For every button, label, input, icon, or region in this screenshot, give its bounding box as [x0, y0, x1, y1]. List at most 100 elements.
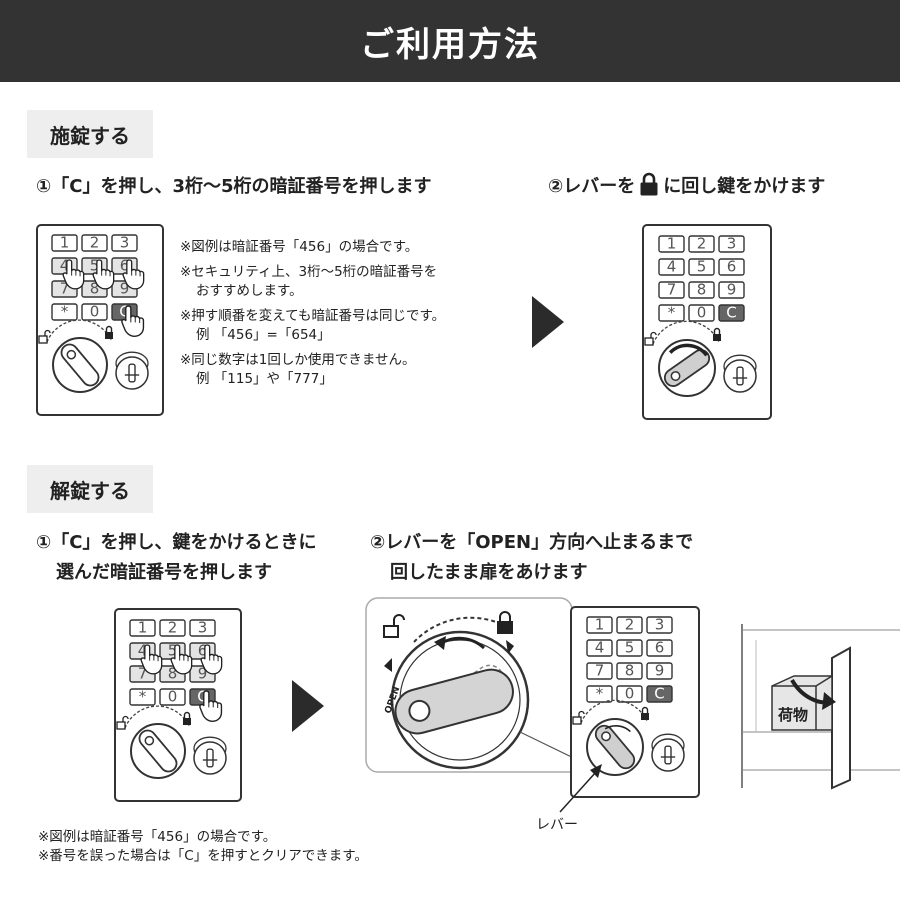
keypad-key-6[interactable]: 6	[718, 257, 745, 276]
lock-step2-before: ②レバーを	[548, 176, 636, 197]
keypad-key-label: 7	[138, 664, 148, 682]
key-cylinder	[723, 354, 757, 393]
keypad-key-label: 7	[667, 280, 677, 298]
lock-step2-after: に回し鍵をかけます	[663, 176, 826, 197]
keypad-key-2[interactable]: 2	[688, 234, 715, 253]
unlock-section-label: 解錠する	[27, 465, 153, 513]
keypad-key-star[interactable]: *	[129, 687, 156, 706]
keypad-key-label: 9	[120, 279, 130, 297]
keypad-key-c[interactable]: C	[718, 303, 745, 322]
keypad-key-label: 3	[727, 234, 737, 252]
keypad-key-3[interactable]: 3	[189, 618, 216, 637]
lever-handle[interactable]	[662, 347, 713, 390]
keypad-key-2[interactable]: 2	[159, 618, 186, 637]
lever-handle[interactable]	[58, 341, 102, 389]
keypad-key-4[interactable]: 4	[658, 257, 685, 276]
keypad-key-label: 0	[697, 303, 707, 321]
keypad-key-label: 8	[625, 661, 635, 679]
pointing-hand-icon	[170, 644, 193, 675]
keypad-key-label: 2	[697, 234, 707, 252]
keypad-key-label: 8	[697, 280, 707, 298]
pointing-hand-icon	[200, 644, 223, 675]
rotation-arrow-icon	[668, 343, 709, 357]
keypad-key-0[interactable]: 0	[81, 302, 108, 321]
keypad-key-c[interactable]: C	[646, 684, 673, 703]
unlock-note-2: ※番号を誤った場合は「C」を押すとクリアできます。	[38, 848, 368, 864]
keypad-key-star[interactable]: *	[658, 303, 685, 322]
keypad-key-6[interactable]: 6	[646, 638, 673, 657]
package-label: 荷物	[778, 706, 808, 724]
keypad-key-label: 0	[90, 302, 100, 320]
lock-icon	[713, 327, 721, 341]
keypad-key-8[interactable]: 8	[616, 661, 643, 680]
keypad-key-label: 2	[625, 615, 635, 633]
keypad-key-label: 2	[168, 618, 178, 636]
keypad-key-3[interactable]: 3	[111, 233, 138, 252]
unlock-icon	[644, 331, 657, 346]
lever-dial[interactable]	[652, 320, 720, 397]
pointing-hand-icon	[92, 259, 115, 290]
keypad-key-1[interactable]: 1	[586, 615, 613, 634]
keypad-key-2[interactable]: 2	[616, 615, 643, 634]
unlock-step2-line2: 回したまま扉をあけます	[390, 562, 588, 583]
keypad-key-0[interactable]: 0	[159, 687, 186, 706]
keypad-key-label: C	[726, 303, 736, 321]
keypad-key-3[interactable]: 3	[718, 234, 745, 253]
keypad-key-star[interactable]: *	[586, 684, 613, 703]
keypad-key-5[interactable]: 5	[616, 638, 643, 657]
keypad-key-label: 4	[138, 641, 148, 659]
pointing-hand-icon	[121, 305, 145, 337]
keypad-key-label: 5	[90, 256, 100, 274]
keypad-key-2[interactable]: 2	[81, 233, 108, 252]
lock-note-4b: 例 「115」や「777」	[196, 371, 333, 387]
pointing-hand-icon	[199, 690, 223, 722]
keypad-key-3[interactable]: 3	[646, 615, 673, 634]
keypad-key-label: C	[197, 687, 207, 705]
lever-dial[interactable]	[580, 699, 648, 776]
keypad-key-9[interactable]: 9	[718, 280, 745, 299]
keypad-key-1[interactable]: 1	[51, 233, 78, 252]
keypad-key-label: 7	[595, 661, 605, 679]
lever-dial[interactable]	[124, 705, 190, 779]
keypad-key-star[interactable]: *	[51, 302, 78, 321]
keypad-key-4[interactable]: 4	[586, 638, 613, 657]
unlock-step2-line1: ②レバーを「OPEN」方向へ止まるまで	[370, 532, 694, 553]
keypad-key-9[interactable]: 9	[646, 661, 673, 680]
rotation-arrow-icon	[604, 725, 631, 733]
keypad-key-label: 4	[595, 638, 605, 656]
lever-handle[interactable]	[136, 727, 180, 775]
keypad-key-label: 9	[198, 664, 208, 682]
keypad-key-label: 8	[168, 664, 178, 682]
lever-handle[interactable]	[592, 722, 637, 771]
lock-section-label: 施錠する	[27, 110, 153, 158]
lever-label: レバー	[536, 817, 578, 833]
keypad-key-label: 0	[168, 687, 178, 705]
lock-icon	[183, 711, 191, 725]
keypad-key-label: 9	[655, 661, 665, 679]
unlock-icon	[116, 715, 129, 730]
lock-note-2: ※セキュリティ上、3桁～5桁の暗証番号を	[180, 264, 438, 280]
unlock-icon	[572, 710, 585, 725]
keypad-key-label: 2	[90, 233, 100, 251]
keypad-key-5[interactable]: 5	[688, 257, 715, 276]
keypad-key-7[interactable]: 7	[658, 280, 685, 299]
keypad-key-label: 8	[90, 279, 100, 297]
lock-note-4: ※同じ数字は1回しか使用できません。	[180, 352, 416, 368]
keypad-key-8[interactable]: 8	[688, 280, 715, 299]
keypad-key-1[interactable]: 1	[658, 234, 685, 253]
keypad-key-0[interactable]: 0	[616, 684, 643, 703]
lever-dial[interactable]	[46, 319, 112, 393]
unlock-notes: ※図例は暗証番号「456」の場合です。 ※番号を誤った場合は「C」を押すとクリア…	[38, 828, 368, 866]
padlock-icon	[640, 172, 658, 196]
keypad-key-label: 1	[138, 618, 148, 636]
keypad-key-1[interactable]: 1	[129, 618, 156, 637]
keypad-key-7[interactable]: 7	[586, 661, 613, 680]
keypad-key-0[interactable]: 0	[688, 303, 715, 322]
lever-leader-line	[559, 764, 602, 813]
lock-step2-text: ②レバーを に回し鍵をかけます	[548, 172, 825, 202]
lock-icon	[641, 706, 649, 720]
